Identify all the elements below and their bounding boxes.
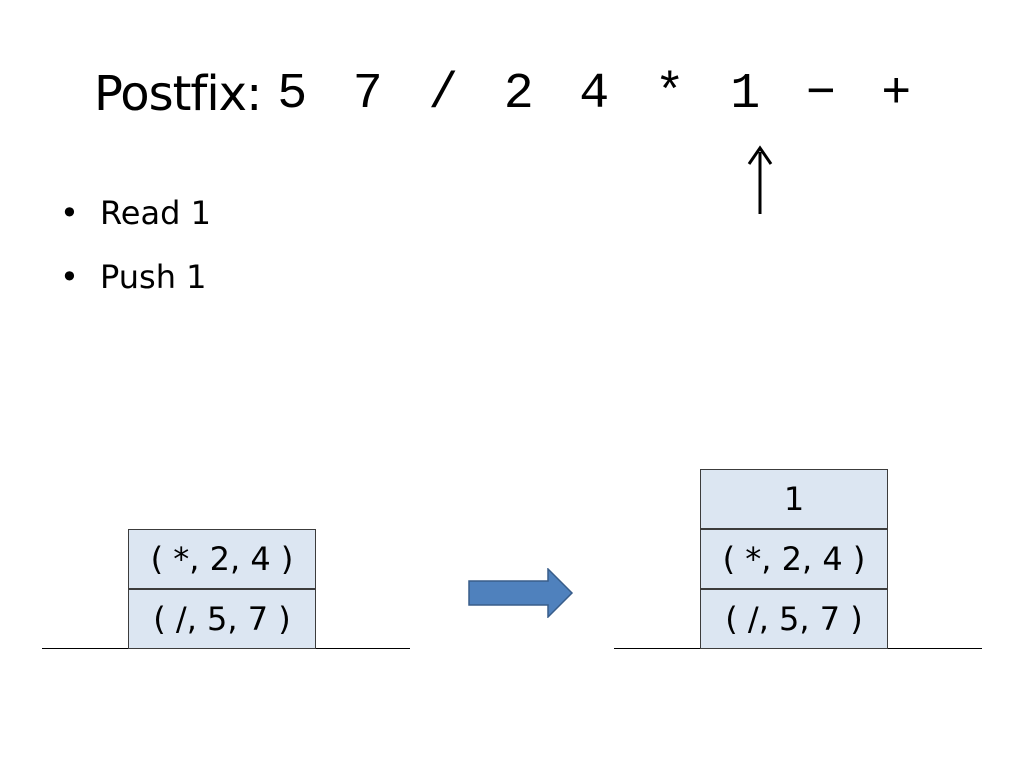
stack-after-cell-middle: ( *, 2, 4 ) [700, 529, 888, 589]
step-item-read: • Read 1 [60, 190, 211, 254]
token-2: 7 [352, 65, 383, 123]
postfix-title: Postfix: 5 7 / 2 4 * 1 − + [94, 62, 957, 126]
stack-after-cell-bottom: ( /, 5, 7 ) [700, 589, 888, 649]
bullet-icon: • [60, 194, 79, 232]
step-text: Push 1 [100, 258, 207, 296]
step-text: Read 1 [100, 194, 211, 232]
bullet-icon: • [60, 258, 79, 296]
token-9: + [881, 65, 912, 123]
step-item-push: • Push 1 [60, 254, 211, 318]
step-list: • Read 1 • Push 1 [60, 190, 211, 318]
token-5: 4 [579, 65, 610, 123]
token-3: / [428, 65, 459, 123]
stack-before-cell-bottom: ( /, 5, 7 ) [128, 589, 316, 649]
current-token-pointer-icon [747, 145, 773, 214]
token-4: 2 [503, 65, 534, 123]
postfix-expression: 5 7 / 2 4 * 1 − + [277, 66, 957, 123]
token-7: 1 [730, 65, 761, 123]
token-8: − [805, 65, 836, 123]
token-6: * [654, 65, 685, 123]
stack-before-cell-top: ( *, 2, 4 ) [128, 529, 316, 589]
transition-arrow-icon [468, 568, 574, 618]
stack-after-cell-top: 1 [700, 469, 888, 529]
token-1: 5 [277, 65, 308, 123]
title-label: Postfix: [94, 66, 262, 122]
